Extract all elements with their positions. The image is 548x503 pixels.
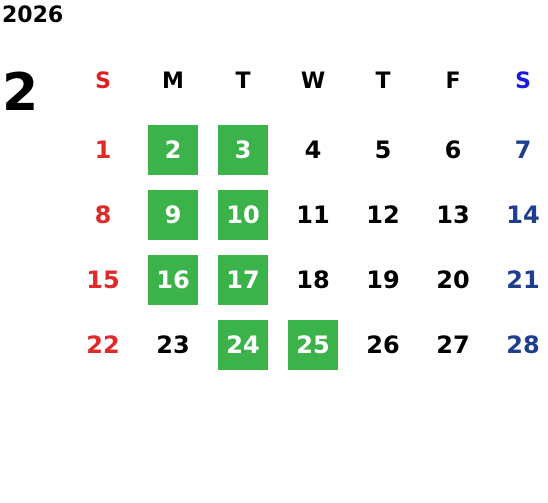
day-number: 24 xyxy=(226,331,260,359)
day-cell[interactable]: 28 xyxy=(488,320,548,370)
day-number: 27 xyxy=(436,331,470,359)
day-number: 18 xyxy=(296,266,330,294)
day-number: 11 xyxy=(296,201,330,229)
day-number: 20 xyxy=(436,266,470,294)
day-cell[interactable]: 15 xyxy=(68,255,138,305)
day-number: 25 xyxy=(296,331,330,359)
day-cell[interactable]: 21 xyxy=(488,255,548,305)
day-cell[interactable]: 20 xyxy=(418,255,488,305)
day-cell[interactable]: 3 xyxy=(208,125,278,175)
day-number: 22 xyxy=(86,331,120,359)
weekday-thu: T xyxy=(375,69,391,94)
day-cell[interactable]: 4 xyxy=(278,125,348,175)
weekday-wed: W xyxy=(300,69,326,94)
day-number: 28 xyxy=(506,331,540,359)
month-label: 2 xyxy=(2,63,39,123)
day-cell[interactable]: 5 xyxy=(348,125,418,175)
day-cell[interactable]: 11 xyxy=(278,190,348,240)
day-highlight xyxy=(218,320,268,370)
year-label: 2026 xyxy=(2,3,64,28)
day-number: 3 xyxy=(234,136,252,164)
day-number: 13 xyxy=(436,201,470,229)
day-number: 9 xyxy=(164,201,182,229)
day-cell[interactable]: 24 xyxy=(208,320,278,370)
day-highlight xyxy=(288,320,338,370)
day-number: 16 xyxy=(156,266,190,294)
weekday-sun: S xyxy=(95,69,111,94)
day-cell[interactable]: 8 xyxy=(68,190,138,240)
day-number: 26 xyxy=(366,331,400,359)
day-number: 6 xyxy=(444,136,462,164)
weekday-fri: F xyxy=(445,69,461,94)
day-cell[interactable]: 18 xyxy=(278,255,348,305)
day-number: 8 xyxy=(94,201,112,229)
day-cell[interactable]: 22 xyxy=(68,320,138,370)
day-cell[interactable]: 1 xyxy=(68,125,138,175)
day-number: 1 xyxy=(94,136,112,164)
day-cell[interactable]: 23 xyxy=(138,320,208,370)
day-cell[interactable]: 26 xyxy=(348,320,418,370)
day-highlight xyxy=(148,190,198,240)
day-cell[interactable]: 16 xyxy=(138,255,208,305)
day-cell[interactable]: 17 xyxy=(208,255,278,305)
day-number: 10 xyxy=(226,201,260,229)
day-number: 4 xyxy=(304,136,322,164)
day-highlight xyxy=(148,125,198,175)
day-number: 21 xyxy=(506,266,540,294)
day-cell[interactable]: 14 xyxy=(488,190,548,240)
day-number: 5 xyxy=(374,136,392,164)
day-number: 2 xyxy=(164,136,182,164)
day-highlight xyxy=(218,255,268,305)
day-cell[interactable]: 6 xyxy=(418,125,488,175)
day-highlight xyxy=(218,125,268,175)
day-number: 19 xyxy=(366,266,400,294)
day-highlight xyxy=(148,255,198,305)
day-highlight xyxy=(218,190,268,240)
day-cell[interactable]: 9 xyxy=(138,190,208,240)
weekday-mon: M xyxy=(162,69,184,94)
day-cell[interactable]: 12 xyxy=(348,190,418,240)
weekday-tue: T xyxy=(235,69,251,94)
weekday-sat: S xyxy=(515,69,531,94)
day-number: 23 xyxy=(156,331,190,359)
day-number: 14 xyxy=(506,201,540,229)
day-cell[interactable]: 7 xyxy=(488,125,548,175)
day-number: 17 xyxy=(226,266,260,294)
day-cell[interactable]: 25 xyxy=(278,320,348,370)
day-cell[interactable]: 27 xyxy=(418,320,488,370)
day-cell[interactable]: 10 xyxy=(208,190,278,240)
day-cell[interactable]: 13 xyxy=(418,190,488,240)
day-cell[interactable]: 19 xyxy=(348,255,418,305)
day-cell[interactable]: 2 xyxy=(138,125,208,175)
day-number: 7 xyxy=(514,136,532,164)
day-number: 15 xyxy=(86,266,120,294)
day-number: 12 xyxy=(366,201,400,229)
